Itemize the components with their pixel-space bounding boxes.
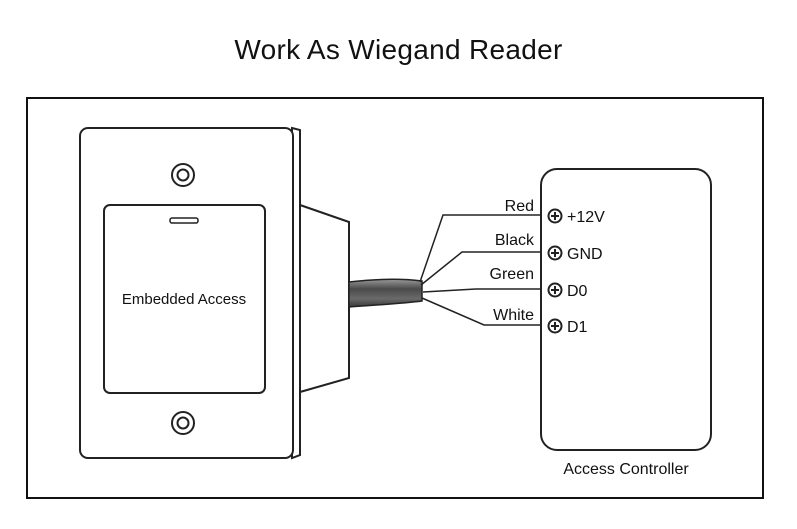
wire-label-green: Green	[490, 266, 534, 283]
wire-white	[421, 297, 549, 326]
screw-terminal-icon	[547, 318, 563, 334]
diagram-title: Work As Wiegand Reader	[234, 34, 563, 65]
screw-terminal-icon	[547, 282, 563, 298]
reader-label: Embedded Access	[122, 291, 246, 308]
wire-label-red: Red	[505, 198, 534, 215]
screw-terminal-icon	[547, 245, 563, 261]
terminal-label-d0: D0	[567, 283, 588, 300]
terminal-label-gnd: GND	[567, 246, 603, 263]
reader-inner-panel	[103, 204, 266, 394]
terminal-label-power: +12V	[567, 209, 605, 226]
reader-back-box	[299, 203, 350, 394]
wire-label-white: White	[493, 307, 534, 324]
terminal-label-d1: D1	[567, 319, 588, 336]
wires	[419, 214, 549, 326]
wire-red	[419, 214, 549, 283]
led-indicator	[169, 217, 199, 224]
diagram-frame	[26, 97, 764, 499]
screw-terminal-icon	[547, 208, 563, 224]
wire-label-black: Black	[495, 232, 535, 249]
mounting-screw-icon	[171, 163, 195, 187]
cable	[348, 278, 423, 308]
wire-black	[420, 251, 549, 286]
access-controller-box	[540, 168, 712, 451]
wire-green	[422, 288, 549, 293]
mounting-screw-icon	[171, 411, 195, 435]
controller-label: Access Controller	[563, 461, 689, 478]
embedded-access-reader: Embedded Access	[79, 126, 350, 460]
